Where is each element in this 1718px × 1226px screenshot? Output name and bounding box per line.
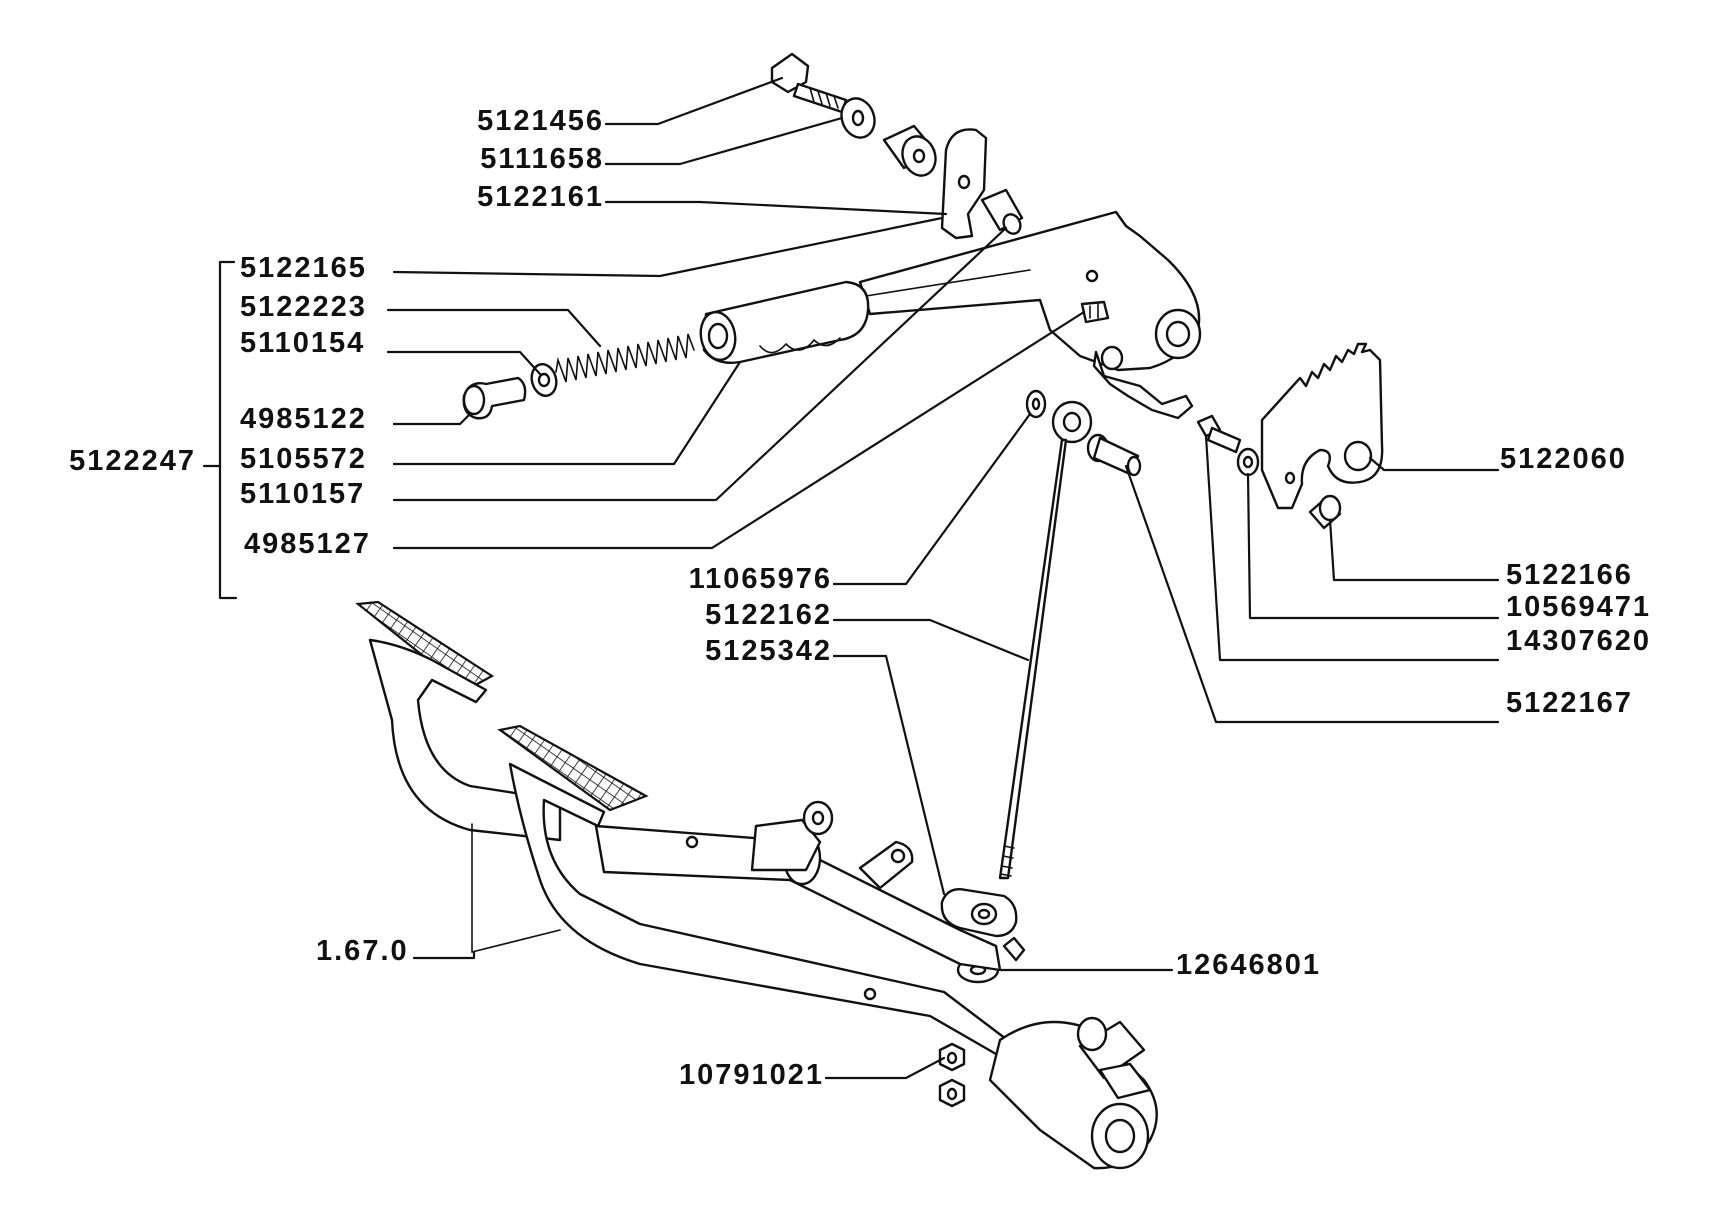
label-10569471: 10569471 bbox=[1506, 591, 1651, 623]
grip-5105572-drawing bbox=[699, 280, 870, 364]
label-10791021: 10791021 bbox=[679, 1059, 824, 1091]
label-5121456: 5121456 bbox=[477, 105, 604, 137]
pin-5110157-drawing bbox=[980, 188, 1024, 235]
label-4985127: 4985127 bbox=[244, 528, 371, 560]
label-5122223: 5122223 bbox=[240, 291, 367, 323]
label-14307620: 14307620 bbox=[1506, 625, 1651, 657]
bolt-5121456-drawing bbox=[770, 52, 848, 114]
washer-5110154-drawing bbox=[530, 363, 558, 397]
label-5122165: 5122165 bbox=[240, 252, 367, 284]
label-5122161: 5122161 bbox=[477, 181, 604, 213]
label-5122162: 5122162 bbox=[705, 599, 832, 631]
nuts-10791021-drawing bbox=[938, 1042, 966, 1108]
label-5111658: 5111658 bbox=[480, 143, 604, 175]
label-11065976: 11065976 bbox=[689, 563, 832, 595]
label-5105572: 5105572 bbox=[240, 443, 367, 475]
label-5122060: 5122060 bbox=[1500, 443, 1627, 475]
brake-lever-drawing bbox=[858, 210, 1202, 420]
leader-lines bbox=[202, 76, 1500, 1080]
ratchet-sector-5122060-drawing bbox=[1260, 342, 1384, 510]
screw-4985122-drawing bbox=[462, 376, 527, 420]
washer-10569471-drawing bbox=[1236, 447, 1260, 477]
label-5110157: 5110157 bbox=[240, 478, 365, 510]
washer-5111658-drawing bbox=[840, 97, 876, 139]
label-5125342: 5125342 bbox=[705, 635, 832, 667]
label-5122167: 5122167 bbox=[1506, 687, 1633, 719]
label-5122166: 5122166 bbox=[1506, 559, 1633, 591]
screw-14307620-drawing bbox=[1196, 414, 1242, 454]
clevis-5125342-drawing bbox=[940, 888, 1026, 962]
screw-4985127-drawing bbox=[1080, 300, 1110, 324]
bracket-5122165-drawing bbox=[940, 128, 988, 240]
label-5122247: 5122247 bbox=[69, 445, 196, 477]
washer-11065976-drawing bbox=[1025, 389, 1047, 419]
rod-5122162-drawing bbox=[998, 400, 1093, 880]
pedal-assembly-drawing bbox=[355, 600, 1158, 1170]
pivot-bolt-5122167-drawing bbox=[1086, 433, 1142, 477]
label-4985122: 4985122 bbox=[240, 403, 367, 435]
bushing-5122166-drawing bbox=[1308, 494, 1342, 530]
label-12646801: 12646801 bbox=[1176, 949, 1321, 981]
spring-5122223-drawing bbox=[555, 333, 695, 383]
spacer-5122161-drawing bbox=[882, 124, 937, 177]
label-1.67.0: 1.67.0 bbox=[316, 935, 409, 967]
label-5110154: 5110154 bbox=[240, 327, 365, 359]
